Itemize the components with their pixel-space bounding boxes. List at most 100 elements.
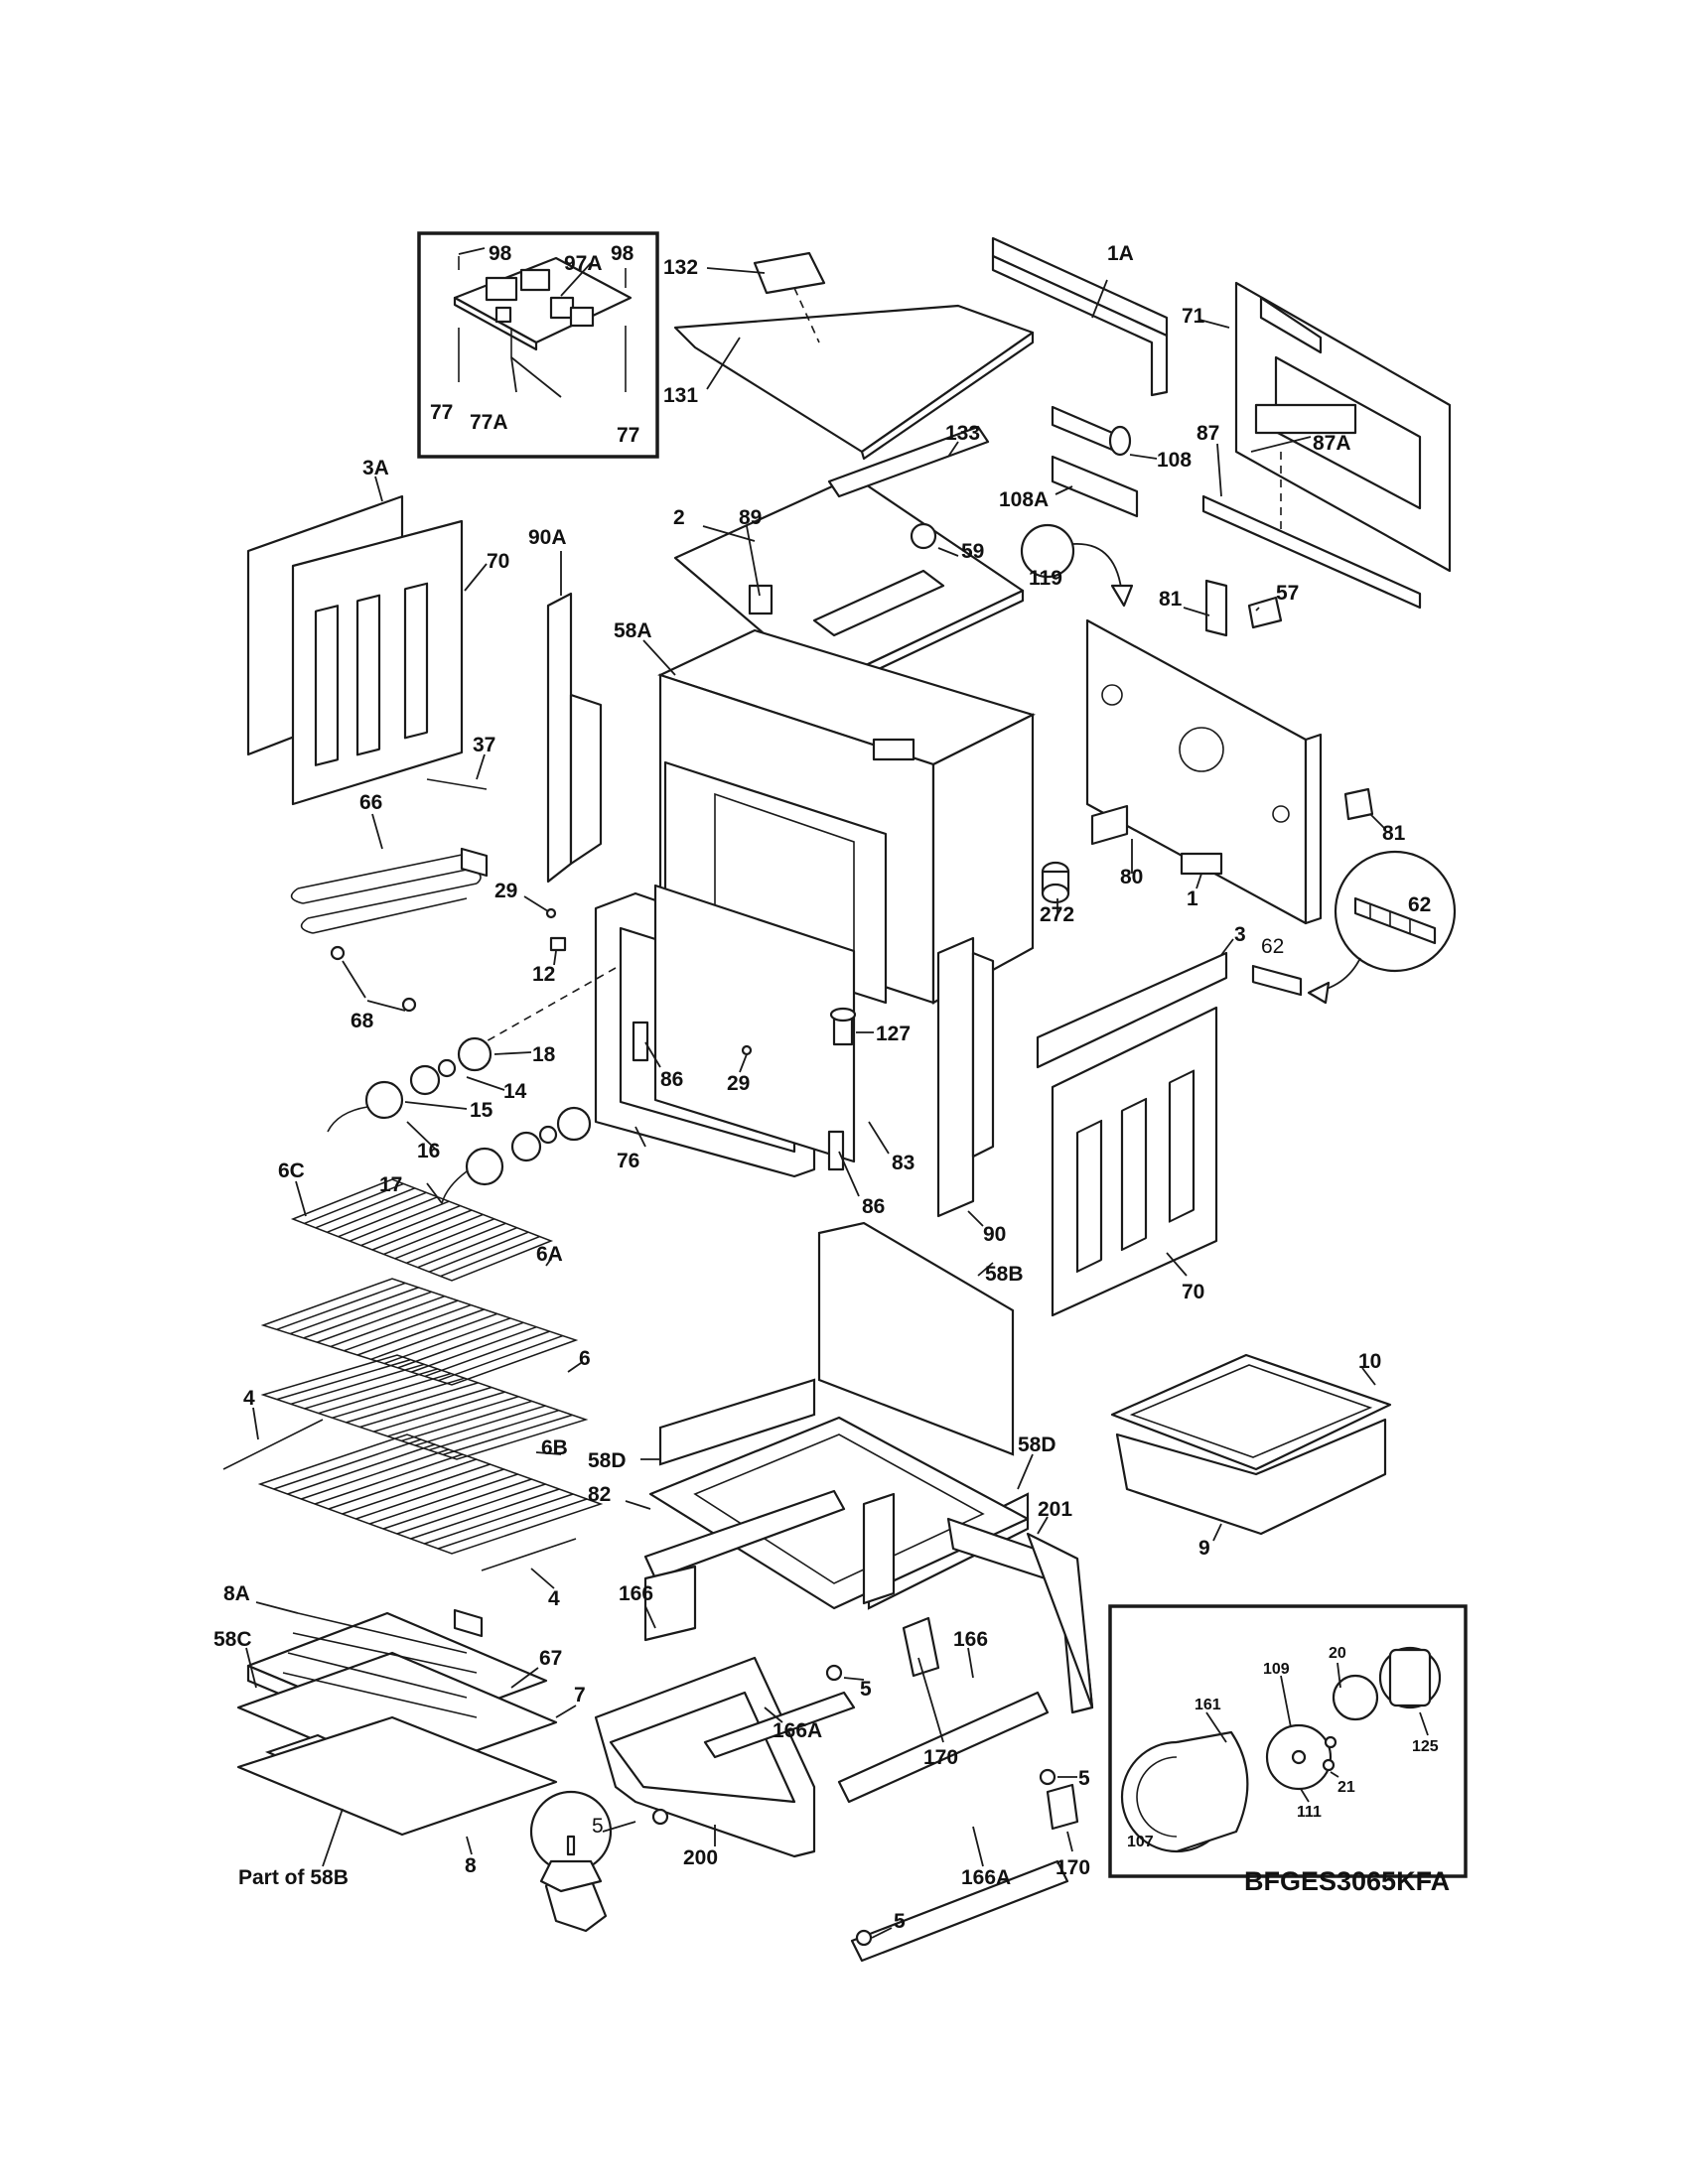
bake-element-group: 8A 58C 67 7 Part of 58B 8 [213, 1582, 586, 1889]
callout-86a: 86 [660, 1068, 683, 1091]
rack-wire [370, 1312, 497, 1360]
callout-4a: 4 [243, 1387, 255, 1410]
rack-wire [328, 1458, 477, 1510]
rack-wire [355, 1468, 504, 1520]
callout-3: 3 [1234, 923, 1246, 946]
callout-170a: 170 [923, 1746, 958, 1769]
callout-29a: 29 [494, 880, 517, 902]
rack-wire [440, 1235, 540, 1278]
rack-wire [394, 1218, 495, 1260]
callout-3a: 3A [362, 457, 389, 479]
callout-111: 111 [1297, 1804, 1322, 1821]
rack-wire [369, 1473, 518, 1525]
callout-272: 272 [1040, 903, 1074, 926]
front-frame-76: 86 86 76 83 [594, 884, 914, 1218]
oven-lamps: 18 14 15 16 17 [327, 967, 617, 1204]
callout-16: 16 [417, 1140, 440, 1162]
callout-1a: 1A [1107, 242, 1134, 265]
callout-58d1: 58D [588, 1449, 627, 1472]
model-number: BFGES3065KFA [1244, 1866, 1450, 1896]
callout-83: 83 [892, 1152, 914, 1174]
callout-8: 8 [465, 1854, 477, 1877]
callout-8a: 8A [223, 1582, 250, 1605]
callout-125: 125 [1412, 1738, 1439, 1755]
callout-6b: 6B [541, 1436, 568, 1459]
callout-6a: 6A [536, 1243, 563, 1266]
callout-81b: 81 [1382, 822, 1406, 845]
rack-wire [356, 1308, 485, 1356]
callout-21: 21 [1337, 1779, 1355, 1796]
callout-67: 67 [539, 1647, 562, 1670]
callout-201: 201 [1038, 1498, 1072, 1521]
rack-wire [315, 1187, 416, 1229]
rack-wire [304, 1368, 438, 1410]
callout-76: 76 [617, 1150, 639, 1172]
rack-wire [383, 1213, 484, 1256]
callout-166a1: 166A [773, 1719, 822, 1742]
callout-37: 37 [473, 734, 495, 756]
rack-wire [373, 1391, 505, 1433]
rack-wire [410, 1488, 560, 1540]
callout-58d2: 58D [1018, 1433, 1056, 1456]
callout-57: 57 [1276, 582, 1299, 605]
callout-200: 200 [683, 1846, 718, 1869]
callout-80: 80 [1120, 866, 1143, 888]
rack-wire [317, 1296, 446, 1343]
callout-12: 12 [532, 963, 555, 986]
callout-5b: 5 [1078, 1767, 1090, 1790]
rack-wire [411, 1326, 537, 1373]
rack-wire [437, 1498, 588, 1550]
top-panel-group: 132 131 1A [663, 236, 1169, 461]
callout-166a2: 166A [961, 1866, 1011, 1889]
terminal-block-62: 62 62 [1251, 850, 1457, 1005]
callout-98b: 98 [611, 242, 634, 265]
callout-127: 127 [876, 1023, 911, 1045]
callout-10: 10 [1358, 1350, 1381, 1373]
rear-panel-1: 119 81 57 81 80 1 272 [1020, 523, 1406, 926]
callout-86b: 86 [862, 1195, 885, 1218]
callout-170b: 170 [1055, 1856, 1090, 1879]
rack-wire [287, 1443, 436, 1495]
callout-14: 14 [503, 1080, 527, 1103]
callout-90a: 90A [528, 526, 567, 549]
callout-77c: 77 [617, 424, 639, 447]
insulation-strip-90: 90 [936, 936, 1006, 1246]
callout-81a: 81 [1159, 588, 1183, 611]
callout-89: 89 [739, 506, 762, 529]
rack-wire [428, 1231, 529, 1273]
callout-1: 1 [1187, 887, 1198, 910]
callout-66: 66 [359, 791, 382, 814]
callout-132: 132 [663, 256, 698, 279]
rack-wire [273, 1438, 422, 1490]
rack-wire [438, 1334, 564, 1382]
rack-wire [346, 1382, 479, 1424]
rack-wire [330, 1299, 459, 1348]
rack-wire [349, 1200, 450, 1242]
callout-15: 15 [470, 1099, 493, 1122]
callout-68: 68 [351, 1010, 374, 1032]
drawer-slides-group: 166 166A 166 170 5 5 166A 170 5 200 5 [529, 1489, 1090, 1963]
callout-20: 20 [1329, 1645, 1346, 1662]
callout-29b: 29 [727, 1072, 750, 1095]
callout-70a: 70 [487, 550, 509, 573]
callout-87: 87 [1196, 422, 1219, 445]
callout-9: 9 [1198, 1537, 1210, 1560]
callout-119: 119 [1029, 567, 1062, 590]
rack-wire [338, 1196, 438, 1238]
side-panel-left: 3A 70 [246, 457, 509, 806]
callout-77b: 77A [470, 411, 508, 434]
rack-wire [304, 1182, 404, 1225]
rack-wire [360, 1204, 461, 1247]
rack-wire [424, 1330, 550, 1378]
callout-108a: 108A [999, 488, 1049, 511]
callout-71: 71 [1182, 305, 1205, 328]
fan-motor-108: 108 108A [999, 405, 1192, 518]
callout-166b: 166 [953, 1628, 988, 1651]
rack-wire [383, 1317, 511, 1365]
oven-racks: 6C 6A 6 4 6B 4 [222, 1160, 604, 1610]
callout-70b: 70 [1182, 1281, 1204, 1303]
callout-6: 6 [579, 1347, 591, 1370]
rack-wire [314, 1453, 463, 1505]
broil-element-66: 66 37 29 12 68 [290, 734, 567, 1032]
